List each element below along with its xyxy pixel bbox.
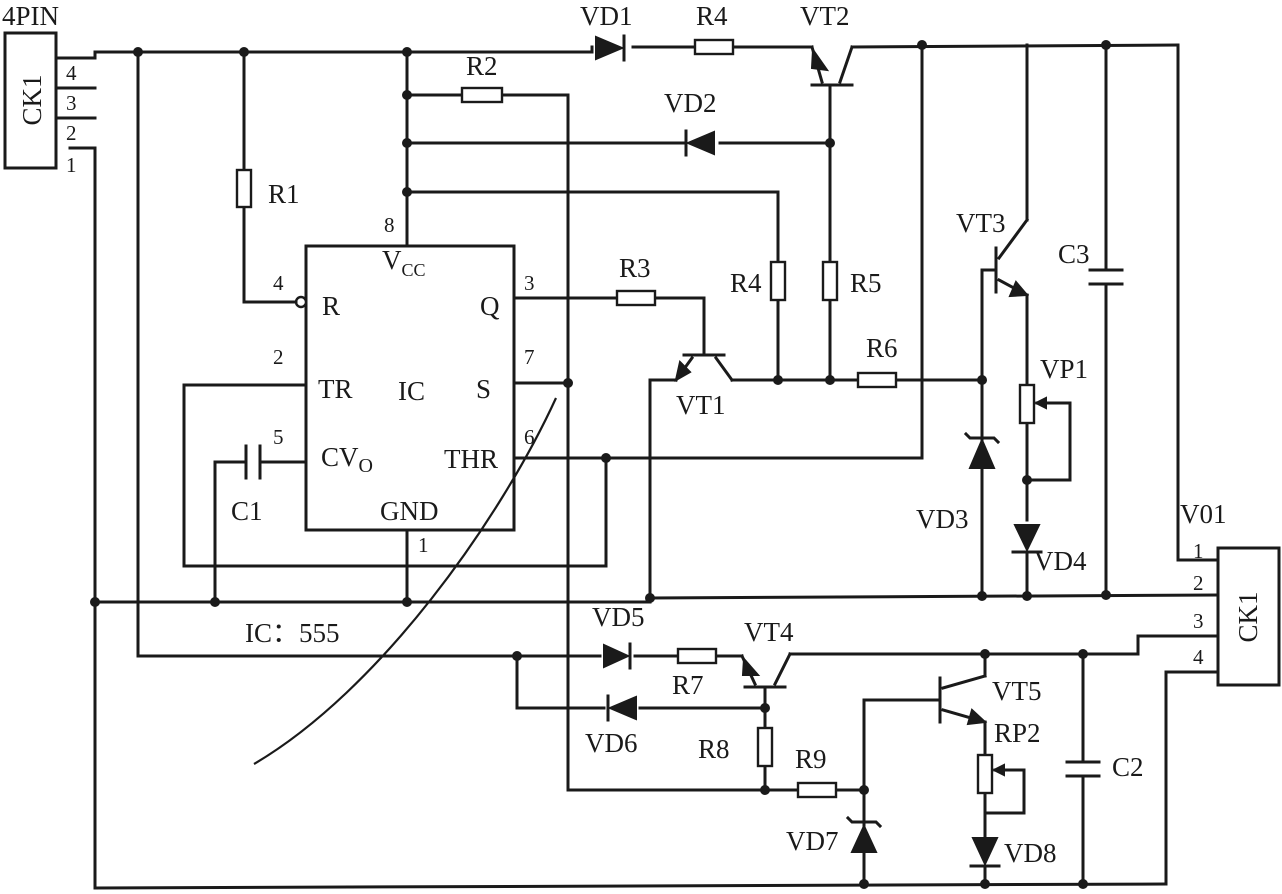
pin-label: 4 <box>1193 645 1204 669</box>
resistor-r3 <box>615 289 657 307</box>
transistors: VT2 VT1 VT3 VT4 <box>673 1 1042 726</box>
diode-vd3-label: VD3 <box>916 504 969 534</box>
scan-arc <box>253 397 557 765</box>
diode-vd4-label: VD4 <box>1034 546 1087 576</box>
ic-s-label: S <box>476 374 491 404</box>
connector-ck1-right: CK1 V01 1 2 3 4 <box>1180 499 1281 687</box>
transistor-vt1-label: VT1 <box>676 390 726 420</box>
pin-label: 1 <box>66 153 77 177</box>
pin-label: 7 <box>524 345 535 369</box>
connector-ck1-right-tag: V01 <box>1180 499 1227 529</box>
diode-vd8 <box>971 837 999 867</box>
resistor-r5-label: R5 <box>850 268 882 298</box>
pin-label: 4 <box>66 61 77 85</box>
diode-vd1-label: VD1 <box>580 1 633 31</box>
ic-gnd-label: GND <box>380 496 439 526</box>
resistor-r7-label: R7 <box>672 670 704 700</box>
resistor-r4-top <box>693 38 735 56</box>
pin-label: 2 <box>273 345 284 369</box>
diode-vd1 <box>595 35 625 61</box>
resistor-r4 <box>769 260 787 302</box>
resistor-r2 <box>460 86 504 104</box>
resistor-r2-label: R2 <box>466 51 498 81</box>
connector-ck1-right-label: CK1 <box>1233 591 1263 642</box>
resistor-r4-top-label: R4 <box>696 1 728 31</box>
transistor-vt1: VT1 <box>673 353 735 420</box>
pin-label: 8 <box>384 213 395 237</box>
capacitor-c1-label: C1 <box>231 496 263 526</box>
diode-vd2-label: VD2 <box>664 88 717 118</box>
potentiometer-vp1-label: VP1 <box>1040 354 1088 384</box>
capacitors: C1 C3 C2 <box>231 239 1144 782</box>
diodes: VD1 VD2 VD3 VD4 VD5 VD6 VD7 VD8 <box>580 1 1087 868</box>
ic-r-label: R <box>322 291 340 321</box>
resistor-r1 <box>235 168 253 209</box>
resistor-r7 <box>676 647 718 665</box>
pin-label: 5 <box>273 425 284 449</box>
diode-vd6-label: VD6 <box>585 728 638 758</box>
ic-thr-label: THR <box>444 444 498 474</box>
transistor-vt4: VT4 <box>740 617 794 689</box>
ic-cv-label: CVO <box>321 442 373 477</box>
capacitor-c3-label: C3 <box>1058 239 1090 269</box>
connector-ck1-left-tag: 4PIN <box>2 1 59 31</box>
pin-label: 6 <box>524 425 535 449</box>
transistor-vt4-label: VT4 <box>744 617 794 647</box>
resistor-r4-label: R4 <box>730 268 762 298</box>
pin-label: 2 <box>66 121 77 145</box>
transistor-vt3: VT3 <box>956 208 1030 298</box>
transistor-vt3-label: VT3 <box>956 208 1006 238</box>
pin-label: 1 <box>1193 539 1204 563</box>
diode-vd6 <box>607 695 637 721</box>
ic-vcc-label: VCC <box>382 245 426 280</box>
diode-vd8-label: VD8 <box>1004 838 1057 868</box>
ic-q-label: Q <box>480 291 500 321</box>
resistor-r9-label: R9 <box>795 744 827 774</box>
resistor-r9 <box>796 781 838 799</box>
resistor-r5 <box>821 260 839 302</box>
transistor-vt2-label: VT2 <box>800 1 850 31</box>
potentiometer-rp2 <box>976 753 994 795</box>
transistor-vt5: VT5 <box>938 674 1042 726</box>
resistor-r6 <box>856 371 898 389</box>
resistor-r6-label: R6 <box>866 333 898 363</box>
resistors: R1 R2 R4 R3 R4 R5 R6 R7 R8 R9 VP1 RP2 <box>235 1 1088 799</box>
ic-555: VCC R Q TR IC S CVO THR GND 8 4 3 2 7 5 … <box>245 213 535 648</box>
pin-label: 3 <box>524 271 535 295</box>
potentiometer-vp1 <box>1018 383 1036 425</box>
pin-label: 2 <box>1193 571 1204 595</box>
junction-dots <box>90 40 1111 889</box>
transistor-vt2: VT2 <box>800 1 854 87</box>
diode-vd7-label: VD7 <box>786 826 839 856</box>
diode-vd3 <box>968 437 996 469</box>
transistor-vt5-label: VT5 <box>992 676 1042 706</box>
diode-vd5 <box>603 643 631 669</box>
resistor-r3-label: R3 <box>619 253 651 283</box>
capacitor-c2-label: C2 <box>1112 752 1144 782</box>
pin-label: 1 <box>418 533 429 557</box>
potentiometer-rp2-label: RP2 <box>994 718 1041 748</box>
diode-vd4 <box>1013 524 1041 553</box>
connector-ck1-left-label: CK1 <box>17 74 47 125</box>
ic-type-label: IC：555 <box>245 618 340 648</box>
ic-name-label: IC <box>398 376 425 406</box>
resistor-r8 <box>756 726 774 768</box>
ic-tr-label: TR <box>318 374 353 404</box>
pin-label: 3 <box>1193 609 1204 633</box>
diode-vd5-label: VD5 <box>592 602 645 632</box>
connector-ck1-left: CK1 4PIN 4 3 2 1 <box>2 1 97 177</box>
pin-label: 4 <box>273 271 284 295</box>
resistor-r1-label: R1 <box>268 179 300 209</box>
diode-vd7 <box>850 823 878 853</box>
pin-label: 3 <box>66 91 77 115</box>
resistor-r8-label: R8 <box>698 734 730 764</box>
diode-vd2 <box>685 130 715 156</box>
